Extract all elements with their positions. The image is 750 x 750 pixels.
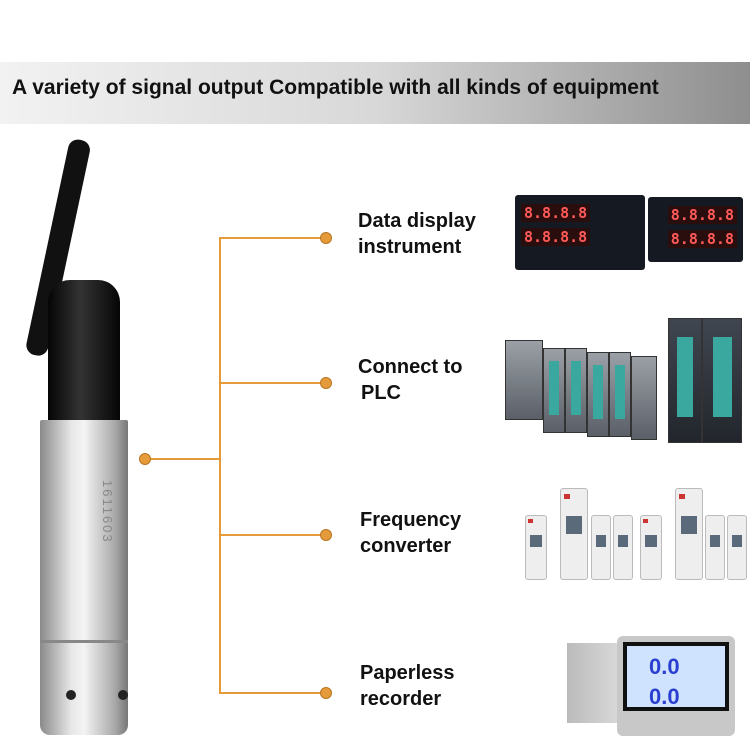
branch-line-recorder xyxy=(219,692,325,694)
branch-line-plc xyxy=(219,382,325,384)
node-dot xyxy=(320,687,332,699)
trunk-line xyxy=(219,237,221,693)
sensor-body: 1611603 xyxy=(40,420,128,735)
branch-line-display xyxy=(219,237,325,239)
sensor-dot xyxy=(139,453,151,465)
sensor-boot xyxy=(48,280,120,425)
node-dot xyxy=(320,529,332,541)
node-dot xyxy=(320,232,332,244)
node-dot xyxy=(320,377,332,389)
branch-line-converter xyxy=(219,534,325,536)
title-banner: A variety of signal output Compatible wi… xyxy=(0,62,750,124)
banner-title: A variety of signal output Compatible wi… xyxy=(12,76,659,99)
connector-line xyxy=(150,458,220,460)
sensor-engraving: 1611603 xyxy=(100,480,115,544)
